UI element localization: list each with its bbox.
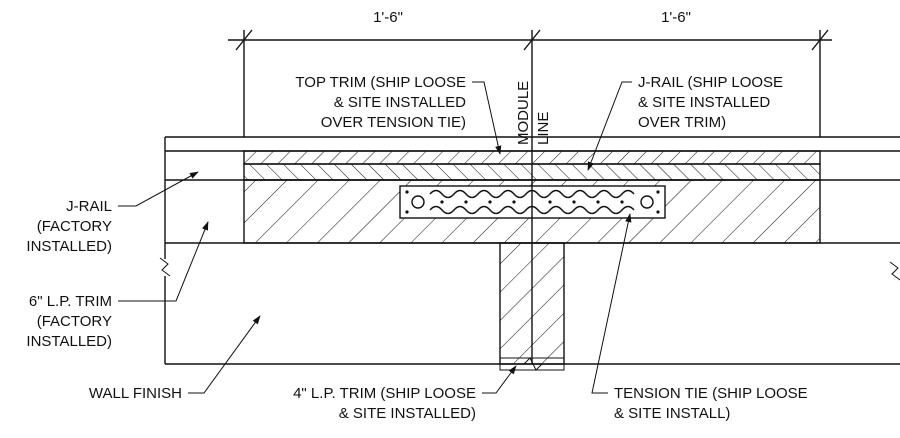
callout-top-trim-line-1: TOP TRIM (SHIP LOOSE — [295, 74, 466, 91]
four-inch-trim-post — [496, 242, 570, 371]
callout-j-rail-site-line-1: J-RAIL (SHIP LOOSE — [638, 74, 783, 91]
callout-j-rail-factory-line-3: INSTALLED) — [26, 238, 112, 255]
callout-wall-finish-line-1: WALL FINISH — [89, 385, 182, 402]
callout-four-inch-trim-line-2: & SITE INSTALLED) — [339, 405, 476, 422]
callout-top-trim-line-3: OVER TENSION TIE) — [321, 114, 466, 131]
callout-j-rail-site: J-RAIL (SHIP LOOSE & SITE INSTALLED OVER… — [587, 74, 783, 171]
callout-j-rail-site-line-2: & SITE INSTALLED — [638, 94, 770, 111]
callout-four-inch-trim: 4" L.P. TRIM (SHIP LOOSE & SITE INSTALLE… — [293, 365, 517, 422]
callout-j-rail-factory: J-RAIL (FACTORY INSTALLED) — [26, 171, 199, 255]
callout-six-inch-trim: 6" L.P. TRIM (FACTORY INSTALLED) — [26, 221, 209, 350]
callout-tension-tie-line-1: TENSION TIE (SHIP LOOSE — [614, 385, 808, 402]
dimension-left-label: 1'-6" — [373, 9, 403, 26]
callout-four-inch-trim-line-1: 4" L.P. TRIM (SHIP LOOSE — [293, 385, 476, 402]
callout-j-rail-factory-line-1: J-RAIL — [66, 198, 112, 215]
dimension-tick-left — [235, 29, 253, 51]
callout-tension-tie-line-2: & SITE INSTALL) — [614, 405, 730, 422]
callout-six-inch-trim-line-1: 6" L.P. TRIM — [29, 293, 112, 310]
dimension-tick-center — [523, 29, 541, 51]
callout-top-trim-line-2: & SITE INSTALLED — [334, 94, 466, 111]
callout-tension-tie: TENSION TIE (SHIP LOOSE & SITE INSTALL) — [591, 213, 808, 422]
callout-top-trim: TOP TRIM (SHIP LOOSE & SITE INSTALLED OV… — [295, 74, 502, 155]
callout-six-inch-trim-line-3: INSTALLED) — [26, 333, 112, 350]
callout-six-inch-trim-line-2: (FACTORY — [37, 313, 112, 330]
dimension-line: 1'-6" 1'-6" — [228, 9, 832, 145]
module-line-label: MODULE LINE — [515, 81, 552, 145]
dimension-tick-right — [811, 29, 829, 51]
callout-wall-finish: WALL FINISH — [89, 315, 261, 402]
module-line-text-line: LINE — [535, 112, 552, 145]
callout-j-rail-site-line-3: OVER TRIM) — [638, 114, 726, 131]
dimension-right-label: 1'-6" — [661, 9, 691, 26]
module-line-text-module: MODULE — [515, 81, 532, 145]
callout-j-rail-factory-line-2: (FACTORY — [37, 218, 112, 235]
